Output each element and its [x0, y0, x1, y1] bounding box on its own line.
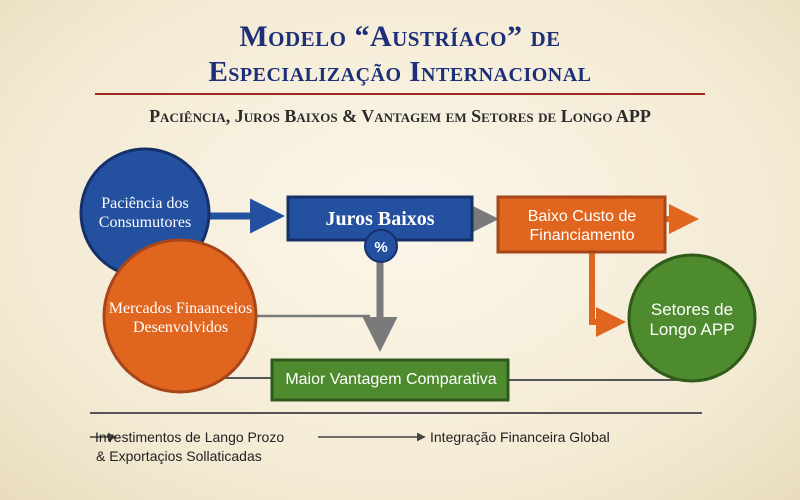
node-baixo-custo-label: Baixo Custo de Financiamento [527, 207, 637, 244]
title-line-2: Especialização Internacional [208, 56, 592, 88]
node-setores [627, 253, 757, 383]
footer-exportacoes: & Exportaçios Sollaticadas [96, 448, 262, 464]
node-paciencia-label: Paciência dos Consumutores [98, 194, 192, 231]
subtitle: Paciência, Juros Baixos & Vantagem em Se… [149, 106, 651, 126]
node-juros-label: Juros Baixos [325, 208, 435, 230]
node-mercados [102, 238, 258, 394]
percent-icon: % [374, 239, 388, 256]
title-line-1: Modelo “Austríaco” de [239, 20, 561, 53]
node-percent [364, 229, 398, 263]
node-setores-label: Setores de Longo APP [649, 299, 735, 339]
node-baixo-custo [496, 195, 667, 254]
footer-investimentos: Investimentos de Lango Prozo [95, 429, 285, 445]
connector-baixo-custo-setores [589, 252, 626, 337]
node-mercados-label: Mercados Finaanceios Desenvolvidos [108, 299, 253, 336]
footer-integracao: Integração Financeira Global [430, 429, 610, 445]
footer-divider [90, 412, 702, 414]
node-maior-vantagem [270, 358, 510, 402]
node-maior-vantagem-label: Maior Vantagem Comparativa [285, 371, 497, 389]
title-divider [95, 93, 705, 95]
